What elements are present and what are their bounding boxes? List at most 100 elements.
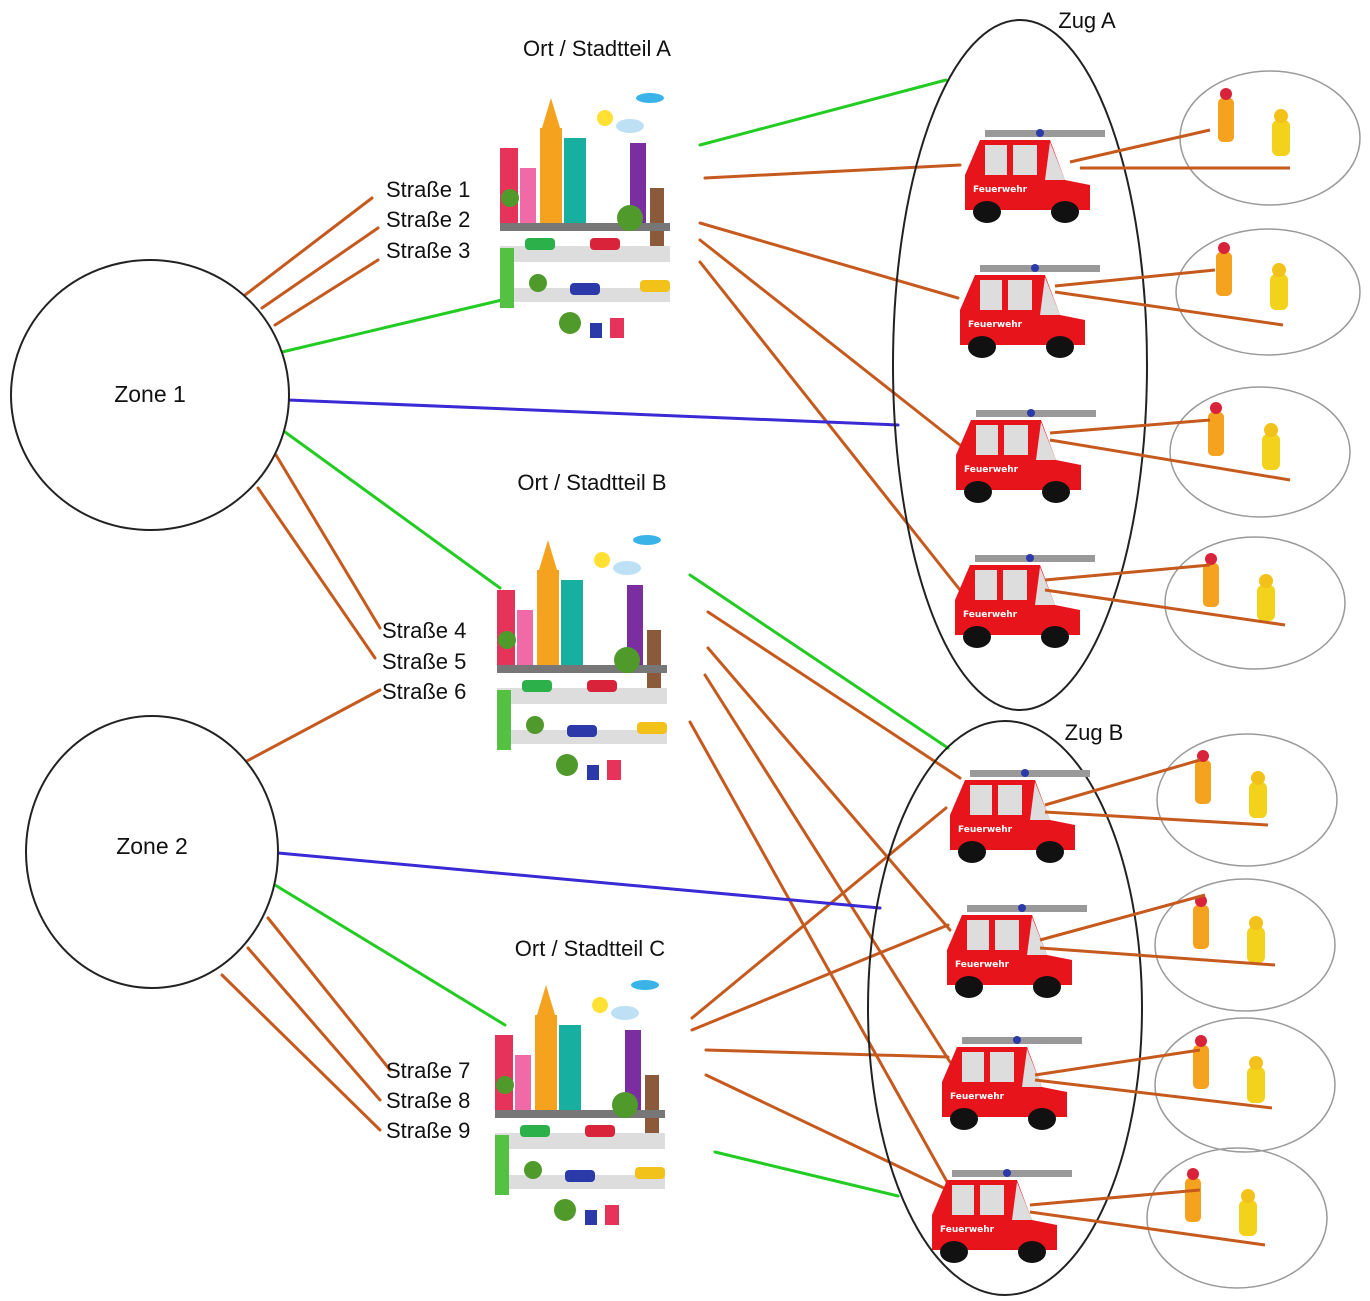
truck-assignment-link [690,923,950,1032]
truck-label: Feuerwehr [958,825,1013,835]
building [520,168,536,223]
car [567,725,597,737]
siren-icon [1026,554,1034,562]
building [610,318,624,338]
truck-window [1036,422,1056,460]
street-3-label: Straße 3 [386,238,470,263]
wheel [973,201,1001,223]
car [587,680,617,692]
sun [594,552,610,568]
ladder [967,905,1087,912]
street-link [273,258,380,327]
truck-window [1030,782,1050,820]
fire-truck-7: Feuerwehr [942,1036,1082,1130]
truck-label: Feuerwehr [940,1225,995,1235]
firefighter-helmet [1210,402,1222,414]
car [520,1125,550,1137]
truck-window [985,145,1007,175]
building [497,590,515,665]
street-link [243,688,382,764]
wheel [1028,1108,1056,1130]
tree [498,631,516,649]
crew-circle [1156,733,1338,867]
ladder [975,555,1095,562]
firefighter-helmet [1249,1056,1263,1070]
truck-window [995,920,1019,950]
truck-label: Feuerwehr [964,465,1019,475]
firefighter-helmet [1264,423,1278,437]
truck-window [970,785,992,815]
firefighter-icon [1272,120,1290,156]
building [515,1055,531,1110]
firefighter-icon [1216,252,1232,296]
crew-link [1049,418,1211,435]
fire-truck-5: Feuerwehr [950,769,1090,863]
firefighter-icon [1193,905,1209,949]
firefighter-helmet [1241,1189,1255,1203]
street-7-label: Straße 7 [386,1058,470,1083]
train-b-label: Zug B [1065,720,1124,745]
wheel [964,481,992,503]
truck-window [1045,142,1065,180]
ladder [980,265,1100,272]
fire-truck-4: Feuerwehr [955,554,1095,648]
street-link [243,196,374,297]
truck-label: Feuerwehr [968,320,1023,330]
car [640,280,670,292]
tree [529,274,547,292]
zone-1-label: Zone 1 [114,381,186,407]
siren-icon [1027,409,1035,417]
truck-window [1035,567,1055,605]
firefighter-icon [1247,927,1265,963]
firefighter-icon [1203,563,1219,607]
street-link [274,453,382,630]
district-b-label: Ort / Stadtteil B [517,470,666,495]
truck-window [998,785,1022,815]
car [635,1167,665,1179]
crew-circle [1179,70,1361,206]
crew-link [1044,563,1211,582]
building [500,248,514,308]
firefighter-helmet [1274,109,1288,123]
building [561,580,583,665]
truck-assignment-link [704,1073,950,1192]
train-a-label: Zug A [1058,8,1116,33]
car [590,238,620,250]
crew-link [1034,1048,1201,1077]
building [500,148,518,223]
crew-group-4 [1164,536,1346,670]
truck-window [990,1052,1014,1082]
district-link [273,883,507,1027]
ladder [962,1037,1082,1044]
street-link [260,226,380,310]
street-link [220,973,382,1132]
crew-link [1044,588,1286,627]
tree [501,189,519,207]
wheel [940,1241,968,1263]
truck-window [1027,917,1047,955]
crew-group-3 [1169,386,1351,518]
zone-1: Zone 1 [10,259,290,531]
truck-window [1008,280,1032,310]
firefighter-helmet [1218,242,1230,254]
siren-icon [1018,904,1026,912]
wheel [1018,1241,1046,1263]
building [495,1135,509,1195]
building [625,1030,641,1110]
firefighter-icon [1239,1200,1257,1236]
building [559,1025,581,1110]
cloud [611,1006,639,1020]
firefighter-icon [1193,1045,1209,1089]
spire [539,540,557,570]
truck-label: Feuerwehr [955,960,1010,970]
truck-assignment-link [690,806,948,1020]
diagram-shapes: FeuerwehrFeuerwehrFeuerwehrFeuerwehrFeue… [495,19,1361,1296]
building [540,128,562,223]
building [537,570,559,665]
truck-assignment-link [698,238,962,447]
firefighter-helmet [1195,1035,1207,1047]
crew-link [1039,893,1206,942]
truck-window [975,570,997,600]
crew-circle [1169,386,1351,518]
truck-assignment-link [703,163,962,180]
